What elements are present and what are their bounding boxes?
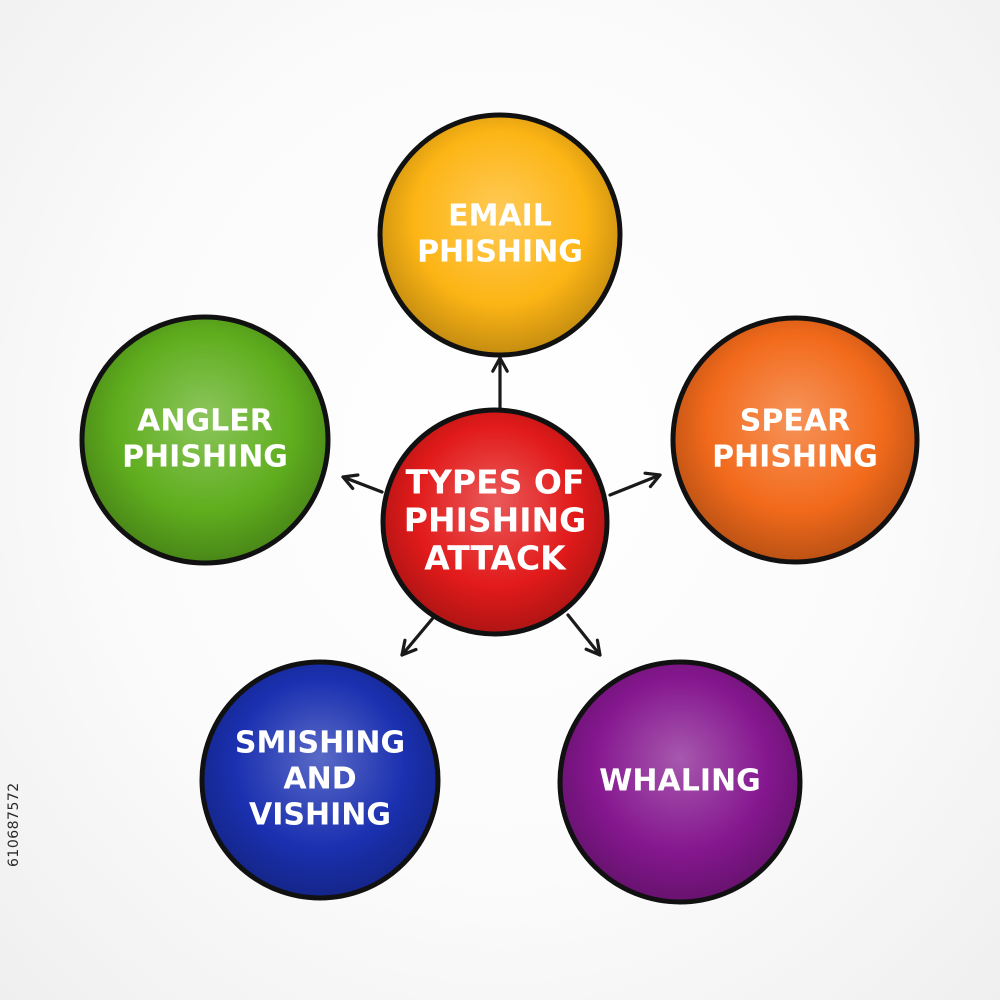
angler-phishing-circle	[79, 314, 331, 566]
angler-phishing-label-line: ANGLER	[137, 404, 273, 439]
arrow-head	[491, 356, 509, 373]
stock-id-text: 610687572	[6, 782, 22, 868]
connector-arrow	[341, 473, 384, 494]
connector-arrow	[491, 356, 509, 410]
nodes-layer: EMAILPHISHINGSPEARPHISHINGWHALINGSMISHIN…	[79, 112, 920, 905]
center-types-of-phishing-attack-circle	[380, 407, 610, 637]
connector-arrow	[566, 613, 602, 657]
whaling-node: WHALING	[557, 659, 803, 905]
smishing-and-vishing-label-line: AND	[283, 762, 356, 797]
arrow-head	[584, 638, 602, 657]
smishing-and-vishing-circle	[199, 659, 441, 901]
whaling-circle	[557, 659, 803, 905]
center-types-of-phishing-attack-label-line: TYPES OF	[406, 463, 585, 502]
connector-arrow	[400, 610, 440, 657]
arrow-head	[643, 471, 662, 489]
spear-phishing-label-line: SPEAR	[740, 404, 850, 439]
smishing-and-vishing-label-line: VISHING	[249, 798, 391, 833]
center-types-of-phishing-attack-label-line: ATTACK	[424, 539, 567, 578]
email-phishing-label-line: PHISHING	[417, 235, 583, 270]
spear-phishing-circle	[670, 315, 920, 565]
email-phishing-circle	[377, 112, 623, 358]
arrows-layer	[341, 356, 662, 657]
spear-phishing-label-line: PHISHING	[712, 440, 878, 475]
arrow-head	[341, 473, 360, 491]
whaling-label-line: WHALING	[599, 764, 760, 799]
connector-arrow	[608, 471, 662, 497]
email-phishing-label-line: EMAIL	[448, 199, 552, 234]
arrow-head	[400, 638, 418, 657]
angler-phishing-label-line: PHISHING	[122, 440, 288, 475]
smishing-and-vishing-label-line: SMISHING	[235, 726, 405, 761]
center-types-of-phishing-attack-label-line: PHISHING	[404, 501, 586, 540]
